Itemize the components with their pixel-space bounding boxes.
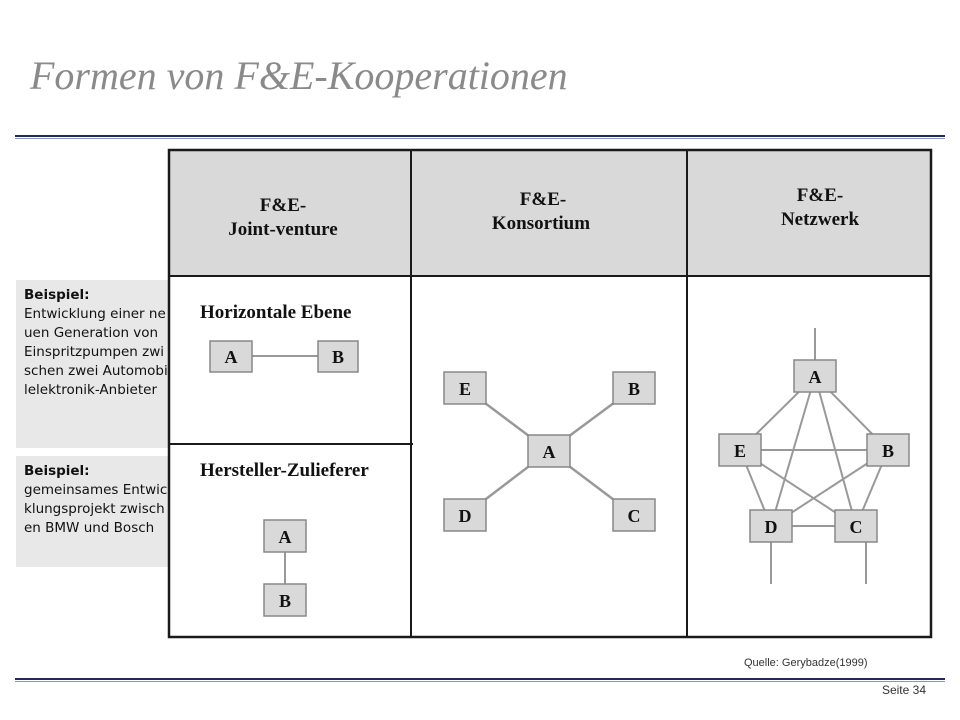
header-konsortium-line2: Konsortium (492, 213, 590, 234)
svg-text:A: A (543, 442, 556, 462)
node-konsortium-e: E (443, 371, 487, 405)
svg-text:C: C (850, 517, 863, 537)
example-text: gemeinsames Entwicklungsprojekt zwischen… (24, 482, 168, 536)
title-divider (15, 135, 945, 139)
page-label: Seite (881, 683, 910, 697)
node-netzwerk-a: A (793, 359, 837, 393)
node-netzwerk-b: B (866, 433, 910, 467)
header-joint-venture-line2: Joint-venture (228, 219, 337, 240)
node-vertical-a: A (263, 519, 307, 553)
svg-text:E: E (734, 441, 746, 461)
header-konsortium-line1: F&E- (520, 189, 566, 210)
node-konsortium-c: C (612, 498, 656, 532)
header-netzwerk-line2: Netzwerk (781, 209, 860, 230)
svg-text:B: B (279, 591, 291, 611)
node-vertical-b: B (263, 583, 307, 617)
node-netzwerk-e: E (718, 433, 762, 467)
example-text: Entwicklung einer neuen Generation von E… (24, 306, 168, 398)
svg-text:B: B (882, 441, 894, 461)
svg-text:D: D (459, 506, 472, 526)
svg-text:C: C (628, 506, 641, 526)
page-number: Seite 34 (882, 683, 926, 697)
source-citation: Quelle: Gerybadze(1999) (744, 657, 868, 669)
page-number-value: 34 (912, 683, 926, 697)
svg-text:A: A (279, 527, 292, 547)
svg-text:A: A (809, 367, 822, 387)
example-heading: Beispiel: (24, 463, 90, 479)
footer-divider (15, 678, 945, 682)
slide-title: Formen von F&E-Kooperationen (30, 53, 568, 98)
node-netzwerk-d: D (749, 509, 793, 543)
svg-text:A: A (225, 347, 238, 367)
node-konsortium-a: A (527, 434, 571, 468)
header-joint-venture-line1: F&E- (260, 195, 306, 216)
table-frame (167, 148, 933, 639)
header-netzwerk-line1: F&E- (797, 185, 843, 206)
svg-text:D: D (765, 517, 778, 537)
svg-text:B: B (628, 379, 640, 399)
supplier-level-label: Hersteller-Zulieferer (200, 460, 369, 481)
horizontal-level-label: Horizontale Ebene (200, 302, 351, 323)
node-netzwerk-c: C (834, 509, 878, 543)
node-konsortium-d: D (443, 498, 487, 532)
example-box-joint-venture-horizontal: Beispiel: Entwicklung einer neuen Genera… (16, 280, 168, 448)
svg-text:B: B (332, 347, 344, 367)
node-horizontal-b: B (317, 340, 359, 373)
example-box-joint-venture-vertical: Beispiel: gemeinsames Entwicklungsprojek… (16, 456, 168, 567)
node-konsortium-b: B (612, 371, 656, 405)
header-background (169, 150, 931, 276)
example-heading: Beispiel: (24, 287, 90, 303)
node-horizontal-a: A (209, 340, 253, 373)
svg-text:E: E (459, 379, 471, 399)
